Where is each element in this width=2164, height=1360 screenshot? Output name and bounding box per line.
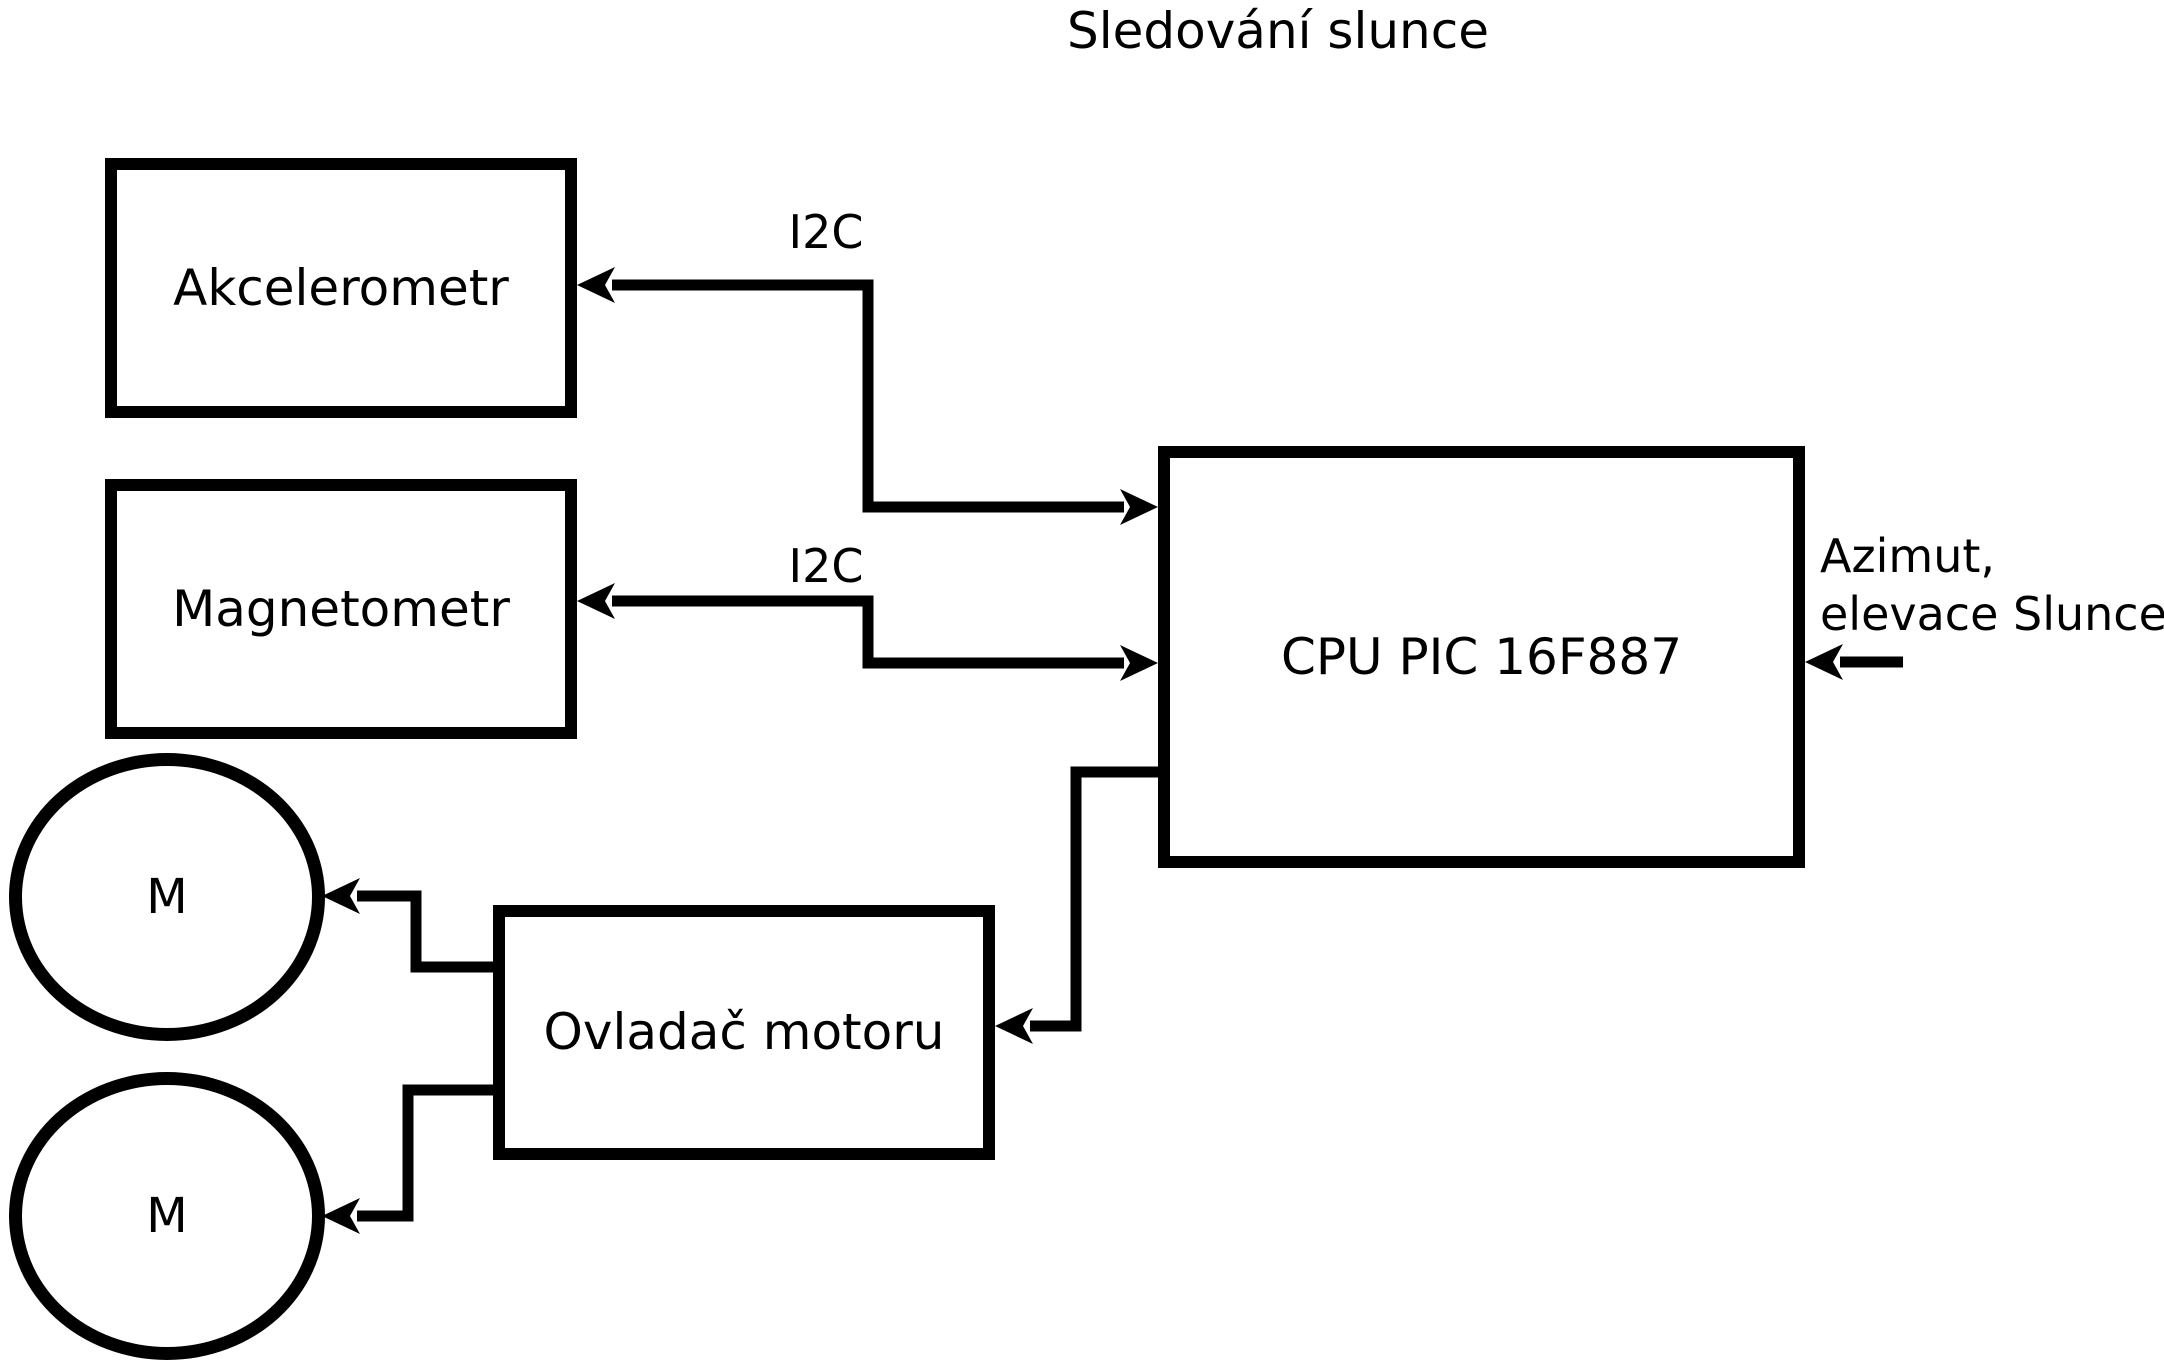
motor-top-circle: M: [9, 753, 325, 1041]
arrowhead-into-cpu-middle-icon: [1120, 645, 1158, 681]
wire-motor-driver-to-motor-bottom: [357, 1084, 493, 1222]
motor-top-label: M: [146, 869, 188, 925]
motor-bottom-circle: M: [9, 1072, 325, 1360]
arrowhead-into-cpu-right-icon: [1805, 644, 1843, 680]
block-magnetometr: Magnetometr: [105, 479, 577, 739]
arrowhead-into-akcelerometr-icon: [577, 267, 615, 303]
block-akcelerometr-label: Akcelerometr: [173, 258, 509, 317]
block-akcelerometr: Akcelerometr: [105, 158, 577, 418]
diagram-title: Sledování slunce: [1067, 2, 1489, 60]
block-motor-driver: Ovladač motoru: [493, 905, 995, 1160]
wire-cpu-to-magnetometr: [612, 595, 1124, 669]
wire-cpu-to-motor-driver: [1030, 766, 1158, 1032]
arrowhead-into-motor-bottom-icon: [322, 1198, 360, 1234]
i2c-label-akcelerometr: I2C: [788, 205, 864, 259]
wire-motor-driver-to-motor-top: [357, 890, 493, 973]
block-cpu: CPU PIC 16F887: [1158, 446, 1805, 868]
motor-bottom-label: M: [146, 1188, 188, 1244]
arrowhead-into-cpu-top-icon: [1120, 489, 1158, 525]
azimut-elevace-label: Azimut, elevace Slunce: [1820, 527, 2164, 643]
azimut-elevace-line1: Azimut,: [1820, 529, 1996, 583]
arrowhead-into-motor-driver-icon: [995, 1008, 1033, 1044]
wire-cpu-to-akcelerometr: [612, 279, 1124, 513]
block-magnetometr-label: Magnetometr: [172, 579, 510, 638]
block-motor-driver-label: Ovladač motoru: [543, 1003, 945, 1061]
arrowhead-into-motor-top-icon: [322, 878, 360, 914]
arrowhead-into-magnetometr-icon: [577, 583, 615, 619]
block-cpu-label: CPU PIC 16F887: [1280, 627, 1683, 686]
i2c-label-magnetometr: I2C: [788, 539, 864, 593]
azimut-elevace-line2: elevace Slunce: [1820, 587, 2164, 641]
